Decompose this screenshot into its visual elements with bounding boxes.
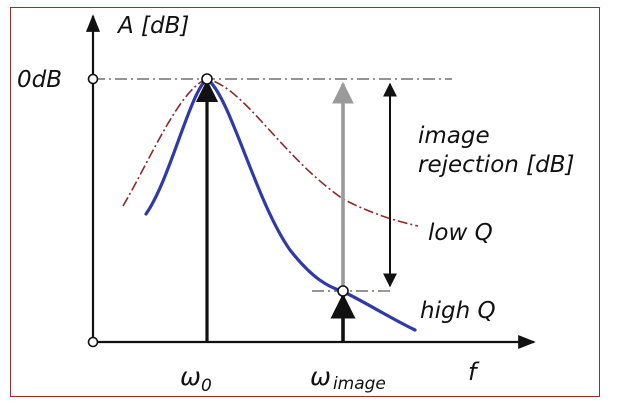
high-q-point-marker (337, 285, 349, 297)
omega0-label: ω0 (180, 362, 212, 396)
zero-db-label: 0dB (17, 67, 62, 93)
high-q-curve (144, 77, 417, 332)
low-q-curve (122, 78, 419, 227)
high-q-label: high Q (420, 298, 496, 324)
low-q-label: low Q (428, 220, 493, 246)
x-axis-label: f (468, 358, 480, 386)
zero-db-axis-marker (87, 73, 99, 85)
image-rejection-label-line2: rejection [dB] (418, 152, 575, 178)
y-axis-label: A [dB] (116, 13, 189, 39)
diagram-frame (10, 7, 600, 397)
origin-marker (87, 336, 99, 348)
image-rejection-label-line1: image (418, 123, 490, 149)
peak-marker (201, 73, 213, 85)
